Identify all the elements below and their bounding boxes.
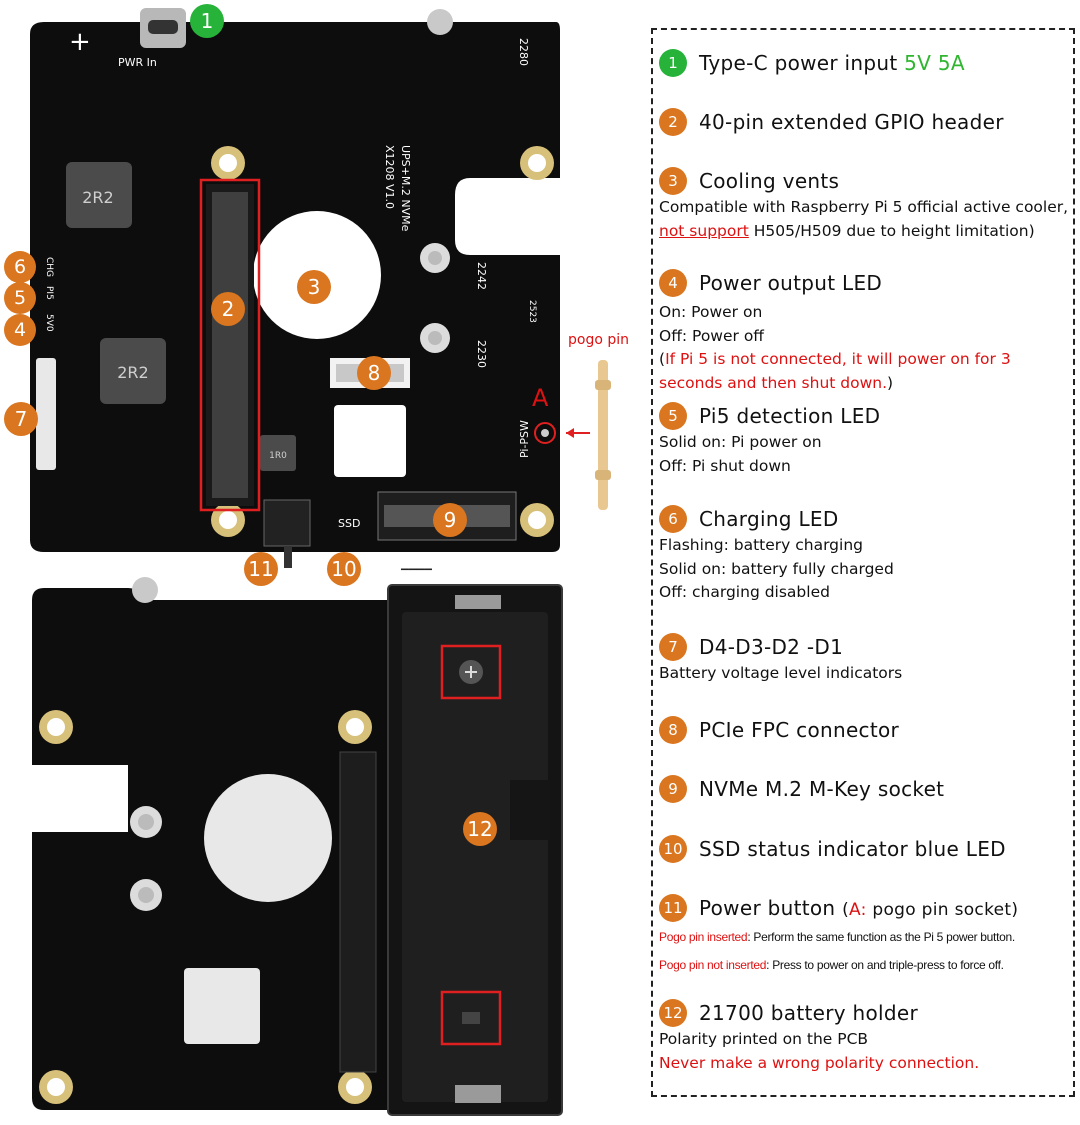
legend-title-2: 40-pin extended GPIO header	[699, 110, 1004, 134]
legend-desc-12-line-1: Polarity printed on the PCB	[659, 1030, 869, 1048]
legend-desc-3-line-2: not support H505/H509 due to height limi…	[659, 221, 1035, 240]
legend-title-5: Pi5 detection LED	[699, 404, 881, 428]
board-illustration: + PWR In 2R2 2R2 1R0 2280 2242 2230 X120…	[30, 8, 611, 1116]
legend-entry-4: 4 Power output LED On: Power on Off: Pow…	[659, 268, 1075, 395]
mounting-holes	[211, 9, 554, 537]
board-name-line-1: X1208 V1.0	[383, 145, 396, 209]
legend-entry-6: 6 Charging LED Flashing: battery chargin…	[659, 504, 1075, 605]
gpio-highlight	[199, 178, 261, 512]
legend-desc-6-line-1: Flashing: battery charging	[659, 536, 863, 554]
legend-desc-12-line-2: Never make a wrong polarity connection.	[659, 1053, 980, 1072]
size-2230-label: 2230	[475, 340, 488, 368]
svg-text:▔▔▔▔: ▔▔▔▔	[400, 568, 432, 581]
pogo-pin-label: pogo pin	[568, 332, 630, 348]
marker-8: 8	[357, 356, 391, 390]
legend-desc-4-line-4: seconds and then shut down.)	[659, 373, 894, 392]
legend-desc-4-line-3: (If Pi 5 is not connected, it will power…	[659, 350, 1011, 368]
marker-3: 3	[297, 270, 331, 304]
legend-title-8: PCIe FPC connector	[699, 718, 900, 742]
legend-title-1: Type-C power input 5V 5A	[699, 51, 965, 75]
marker-6: 6	[4, 251, 36, 283]
legend-entry-2: 2 40-pin extended GPIO header	[659, 107, 1075, 137]
pi5-label: PI5	[44, 286, 54, 300]
marker-11: 11	[244, 552, 278, 586]
legend-desc-5-line-2: Off: Pi shut down	[659, 456, 791, 475]
legend-desc-3-line-1: Compatible with Raspberry Pi 5 official …	[659, 198, 1069, 216]
legend-entry-3: 3 Cooling vents Compatible with Raspberr…	[659, 166, 1075, 243]
legend-desc-5-line-1: Solid on: Pi power on	[659, 433, 822, 451]
marker-7: 7	[4, 402, 38, 436]
legend-desc-6-line-2: Solid on: battery fully charged	[659, 559, 894, 578]
legend-entry-5: 5 Pi5 detection LED Solid on: Pi power o…	[659, 401, 1075, 478]
v5-label: 5V0	[44, 314, 54, 332]
legend-badge-11: 11	[659, 894, 687, 922]
legend-title-6: Charging LED	[699, 507, 839, 531]
ssd-label: SSD	[338, 517, 360, 530]
legend-entry-10: 10 SSD status indicator blue LED	[659, 834, 1075, 864]
legend-badge-6: 6	[659, 505, 687, 533]
legend-title-11: Power button (A: pogo pin socket)	[699, 896, 1019, 920]
legend-title-12: 21700 battery holder	[699, 1001, 919, 1025]
pi-psw-label: Pi-PSW	[518, 420, 531, 458]
legend-desc-11-line-2: Pogo pin not inserted: Press to power on…	[659, 958, 1004, 972]
legend-entry-8: 8 PCIe FPC connector	[659, 715, 1075, 745]
legend-desc-4-line-1: On: Power on	[659, 303, 763, 321]
legend-badge-7: 7	[659, 633, 687, 661]
legend-title-4: Power output LED	[699, 271, 883, 295]
legend-badge-8: 8	[659, 716, 687, 744]
legend-badge-9: 9	[659, 775, 687, 803]
marker-4: 4	[4, 314, 36, 346]
size-2242-label: 2242	[475, 262, 488, 290]
legend-badge-3: 3	[659, 167, 687, 195]
legend-title-3: Cooling vents	[699, 169, 840, 193]
legend-entry-11: 11 Power button (A: pogo pin socket) Pog…	[659, 893, 1075, 979]
legend-desc-11-line-1: Pogo pin inserted: Perform the same func…	[659, 930, 1015, 944]
pogo-socket-letter-a: A	[532, 384, 549, 412]
legend-badge-2: 2	[659, 108, 687, 136]
inductor-label-2: 2R2	[117, 363, 148, 382]
legend-desc-4-line-2: Off: Power off	[659, 326, 764, 345]
chg-label: CHG	[44, 257, 54, 277]
marker-1: 1	[190, 4, 224, 38]
board-name-line-2: UPS+M.2 NVMe	[399, 145, 412, 232]
legend-badge-12: 12	[659, 999, 687, 1027]
legend-entry-1: 1 Type-C power input 5V 5A	[659, 48, 1075, 78]
marker-2: 2	[211, 292, 245, 326]
legend-desc-7-line-1: Battery voltage level indicators	[659, 664, 903, 682]
pwr-in-label: PWR In	[118, 56, 157, 69]
code-label: 2523	[527, 300, 537, 323]
marker-5: 5	[4, 282, 36, 314]
marker-12: 12	[463, 812, 497, 846]
inductor-label-1: 2R2	[82, 188, 113, 207]
gpio-header	[206, 184, 254, 506]
legend-badge-1: 1	[659, 49, 687, 77]
legend-entry-7: 7 D4-D3-D2 -D1 Battery voltage level ind…	[659, 632, 1075, 686]
plus-sign: +	[69, 27, 91, 57]
inductor-label-3: 1R0	[269, 451, 287, 461]
legend-desc-6-line-3: Off: charging disabled	[659, 583, 830, 601]
legend-panel: 1 Type-C power input 5V 5A 2 40-pin exte…	[651, 28, 1075, 1097]
legend-entry-9: 9 NVMe M.2 M-Key socket	[659, 774, 1075, 804]
legend-title-7: D4-D3-D2 -D1	[699, 635, 844, 659]
power-spec-highlight: 5V 5A	[904, 51, 965, 75]
legend-entry-12: 12 21700 battery holder Polarity printed…	[659, 998, 1075, 1075]
pogo-pin-graphic	[566, 360, 611, 510]
legend-badge-5: 5	[659, 402, 687, 430]
size-2280-label: 2280	[517, 38, 530, 66]
legend-badge-4: 4	[659, 269, 687, 297]
legend-title-9: NVMe M.2 M-Key socket	[699, 777, 945, 801]
marker-9: 9	[433, 503, 467, 537]
marker-10: 10	[327, 552, 361, 586]
legend-title-10: SSD status indicator blue LED	[699, 837, 1006, 861]
legend-badge-10: 10	[659, 835, 687, 863]
